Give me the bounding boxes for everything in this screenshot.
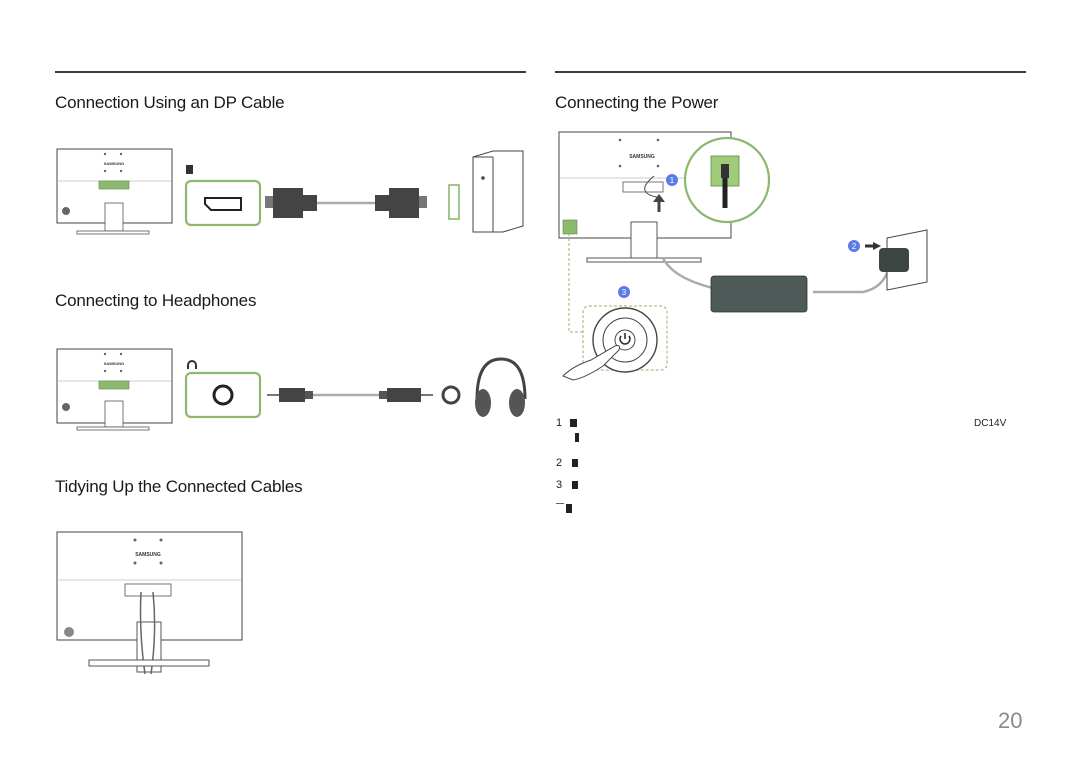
power-plug xyxy=(879,248,909,272)
svg-text:3: 3 xyxy=(622,288,627,297)
note-dash xyxy=(556,503,564,504)
svg-text:2: 2 xyxy=(852,242,857,251)
left-section-rule xyxy=(55,71,526,73)
brand-logo: SAMSUNG xyxy=(629,154,655,160)
brand-logo: SAMSUNG xyxy=(135,552,161,558)
power-button-zoom-box xyxy=(582,305,668,371)
step-glyph-1b xyxy=(575,433,579,442)
audio-cable xyxy=(267,388,433,402)
dp-port-icon xyxy=(186,165,193,174)
brand-logo: SAMSUNG xyxy=(104,161,124,166)
heading-dp-cable: Connection Using an DP Cable xyxy=(55,93,285,112)
monitor-back: SAMSUNG xyxy=(56,148,173,235)
headphone-port-icon xyxy=(187,360,197,369)
step-marker-2: 2 xyxy=(848,240,860,252)
step-glyph-3 xyxy=(572,481,578,489)
power-connection-illustration: SAMSUNG 1 2 3 xyxy=(558,131,928,381)
step-glyph-1 xyxy=(570,419,577,427)
dp-connection-illustration: SAMSUNG xyxy=(56,148,524,235)
monitor-back: SAMSUNG xyxy=(56,348,173,431)
step-glyph-2 xyxy=(572,459,578,467)
brand-logo: SAMSUNG xyxy=(104,361,124,366)
dp-port-shape xyxy=(204,197,242,211)
page-number: 20 xyxy=(998,708,1023,733)
headphones-connection-illustration: SAMSUNG xyxy=(56,348,527,431)
step-number-3: 3 xyxy=(556,479,563,491)
dc-spec-label: DC14V xyxy=(974,418,1007,429)
power-symbol-icon xyxy=(619,333,631,345)
right-section-rule xyxy=(555,71,1026,73)
audio-adapter xyxy=(441,385,461,405)
heading-tidy-cables: Tidying Up the Connected Cables xyxy=(55,477,303,496)
note-icon xyxy=(566,504,572,513)
headphone-jack xyxy=(212,384,234,406)
step-marker-3: 3 xyxy=(618,286,630,298)
power-adapter xyxy=(710,275,808,313)
tidy-cables-illustration: SAMSUNG xyxy=(56,531,243,675)
heading-power: Connecting the Power xyxy=(555,93,719,112)
step-marker-1: 1 xyxy=(666,174,678,186)
step-number-2: 2 xyxy=(556,457,563,469)
heading-headphones: Connecting to Headphones xyxy=(55,291,257,310)
svg-text:1: 1 xyxy=(670,176,675,185)
step-number-1: 1 xyxy=(556,417,563,429)
hand-pressing xyxy=(562,345,620,381)
dp-port-highlight xyxy=(184,179,262,227)
headphones xyxy=(475,357,527,417)
dp-cable xyxy=(265,188,427,218)
pc-tower xyxy=(448,150,524,233)
